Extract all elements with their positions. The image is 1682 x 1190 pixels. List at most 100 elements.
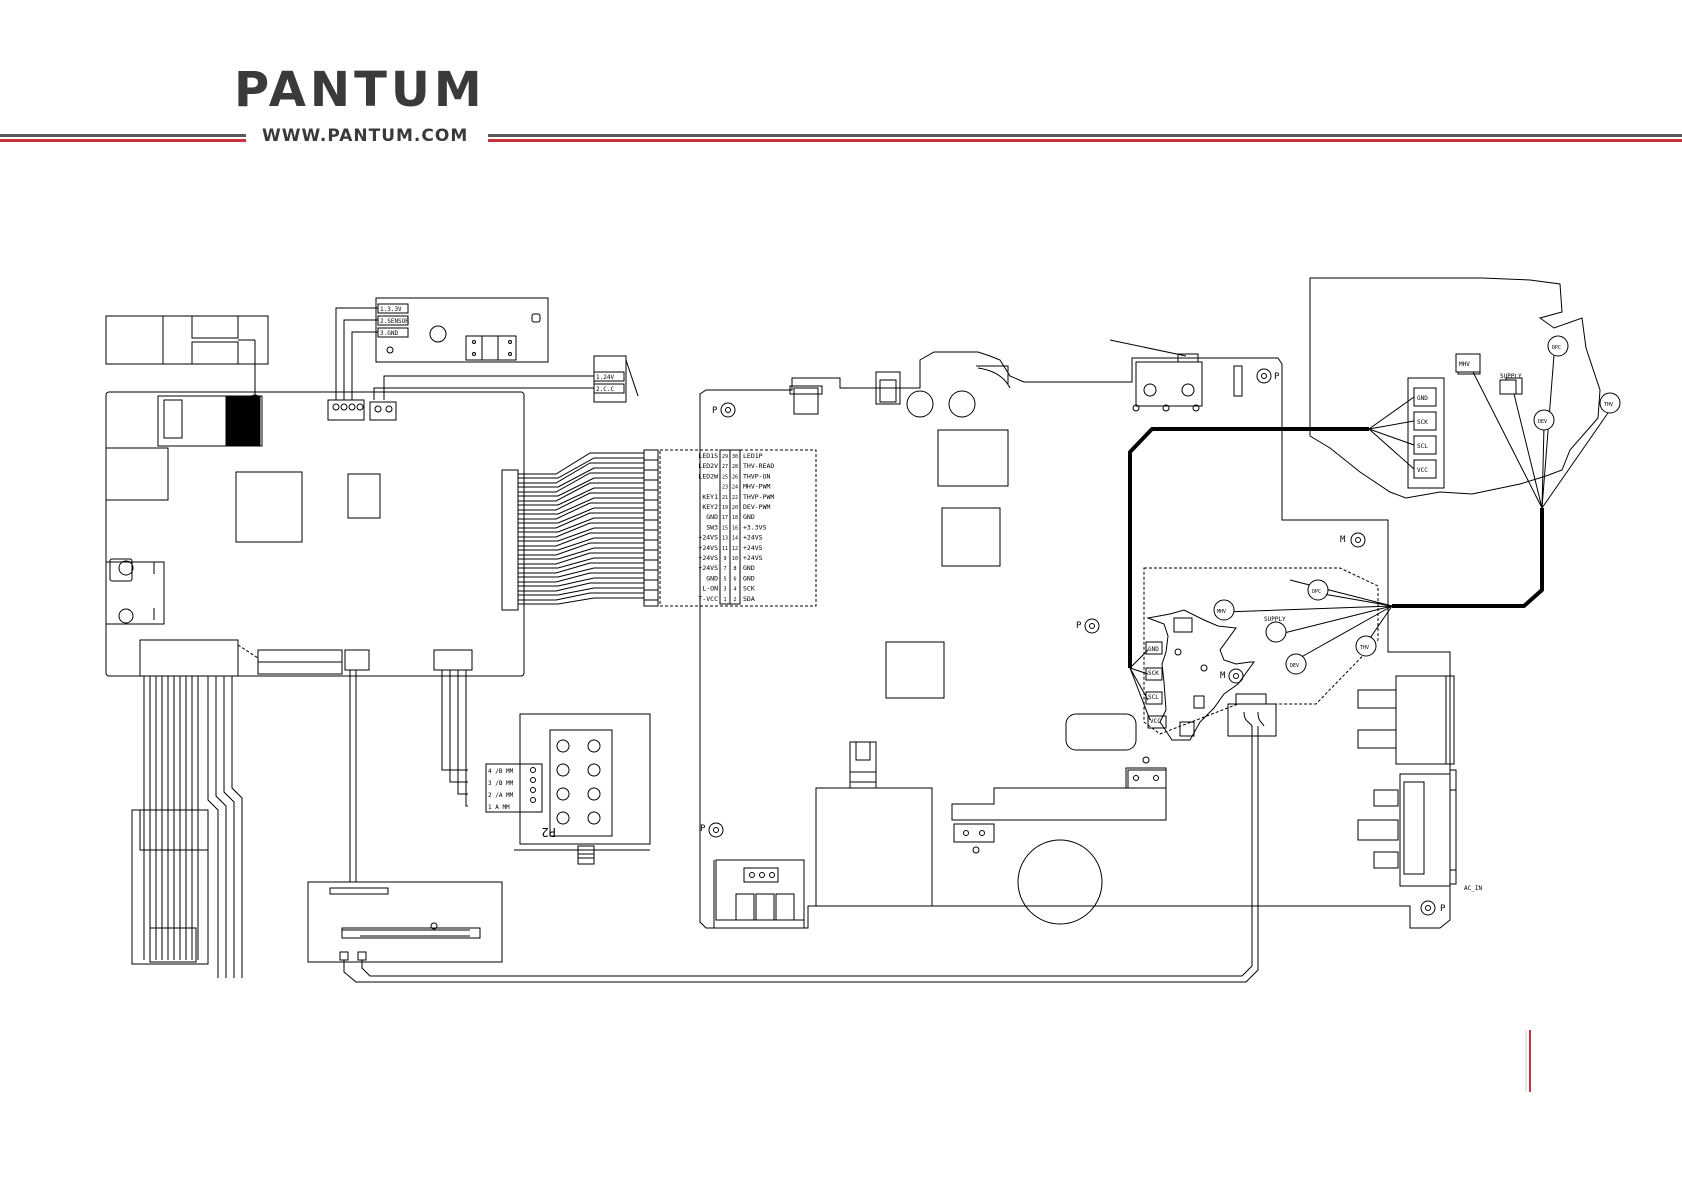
- pin-number: 12: [732, 546, 738, 552]
- ribbon-wire: [518, 597, 644, 605]
- node-label: DPC: [1552, 345, 1561, 351]
- node-label: THV: [1360, 645, 1369, 651]
- hv-wires-lower: [1223, 579, 1393, 661]
- node-label: SUPPLY: [1500, 373, 1522, 380]
- pin-number: 9: [723, 556, 726, 562]
- ribbon-wire: [518, 552, 644, 565]
- sensor-pin-label: 3.GND: [380, 330, 398, 337]
- ribbon-wire: [518, 487, 644, 506]
- connector-pin-right: MHV-PWM: [743, 483, 770, 491]
- board-chip: [105, 447, 169, 501]
- motor-pin-label: 2 /A MM: [488, 792, 514, 799]
- left-cable-bundle: [143, 676, 243, 978]
- ribbon-wire: [518, 472, 644, 493]
- pin-number: 27: [722, 464, 728, 470]
- website-url: WWW.PANTUM.COM: [262, 126, 469, 146]
- p-marker: P: [712, 406, 718, 416]
- pin-number: 28: [732, 464, 738, 470]
- pin-number: 22: [732, 495, 738, 501]
- ribbon-wire: [518, 542, 644, 556]
- connector-pin-left: SW3: [706, 523, 718, 531]
- switch-pin-label: 1.24V: [596, 374, 614, 381]
- m-marker: M: [1340, 535, 1346, 545]
- pin-number: 13: [722, 536, 728, 542]
- node-label: DEV: [1538, 419, 1547, 425]
- connector-pin-right: +24VS: [743, 554, 763, 562]
- heatsink: [951, 769, 1167, 821]
- m-marker: M: [1220, 671, 1226, 681]
- screw-icon: [1420, 900, 1436, 916]
- pin-number: 8: [733, 566, 736, 572]
- fuser-unit: [307, 881, 503, 963]
- ribbon-wire: [518, 482, 644, 502]
- ac-in-label: AC_IN: [1464, 885, 1482, 892]
- sensor-pin-label: 1.3.3V: [380, 306, 402, 313]
- screw-icon: [1228, 668, 1244, 684]
- connector-pin-right: SDA: [743, 595, 755, 603]
- fuser-return-cable: [343, 726, 1259, 983]
- motor-label: P2: [542, 825, 556, 839]
- connector-pin-left: GND: [706, 513, 718, 521]
- pin-number: 7: [723, 566, 726, 572]
- ribbon-wire: [518, 517, 644, 533]
- ribbon-wire: [518, 477, 644, 497]
- connector-pin-right: +3.3VS: [743, 523, 767, 531]
- node-label: MHV: [1217, 609, 1226, 615]
- power-jack: [105, 561, 165, 625]
- chip-label: GND: [1148, 646, 1159, 653]
- diagram-labels: 1.3.3V 2.SENSOR 3.GND 1.24V 2.C.C 4 /B M…: [380, 306, 1613, 914]
- brand-logo: PANTUM: [234, 62, 486, 118]
- screw-icon: [720, 402, 736, 418]
- node-label: DPC: [1312, 589, 1321, 595]
- connector-pin-left: GND: [706, 574, 718, 582]
- header-stripe: [0, 134, 246, 137]
- motor-cable: [441, 670, 468, 807]
- ribbon-wire: [518, 452, 644, 475]
- main-harness[interactable]: [1128, 427, 1369, 668]
- pin-number: 23: [722, 485, 728, 491]
- chip-label: SCL: [1417, 443, 1428, 450]
- power-switch: [1395, 675, 1447, 765]
- pin-number: 19: [722, 505, 728, 511]
- ac-inlet: [1399, 773, 1451, 887]
- board-connector: [105, 315, 269, 365]
- controller-board: [105, 391, 525, 677]
- p-marker: P: [1076, 621, 1082, 631]
- pin-number: 10: [732, 556, 738, 562]
- pin-number: 21: [722, 495, 728, 501]
- connector-pin-right: DEV-PWM: [743, 503, 770, 511]
- pin-number: 14: [732, 536, 738, 542]
- connector-pin-right: GND: [743, 564, 755, 572]
- sensor-board: [375, 297, 549, 363]
- pin-number: 15: [722, 525, 728, 531]
- ribbon-wire: [518, 527, 644, 542]
- ribbon-wire: [518, 502, 644, 520]
- connector-pin-left: KEY1: [702, 493, 718, 501]
- header-stripe: [0, 139, 246, 142]
- cover-switch: [1135, 361, 1203, 407]
- node-label: SUPPLY: [1264, 616, 1286, 623]
- pin-number: 11: [722, 546, 728, 552]
- bottom-connector: [139, 639, 239, 677]
- ribbon-wire: [518, 587, 644, 596]
- pin-number: 2: [733, 597, 736, 603]
- motor-unit: [519, 713, 651, 845]
- chip-label: SCK: [1148, 670, 1159, 677]
- connector-pin-left: T-VCC: [698, 595, 718, 603]
- header-stripe: [488, 134, 1682, 137]
- fuser-switch: [1227, 703, 1277, 737]
- capacitor: [1017, 839, 1103, 925]
- ribbon-cable: [518, 452, 658, 605]
- pin-number: 17: [722, 515, 728, 521]
- chip-label: VCC: [1417, 467, 1428, 474]
- ribbon-wire: [518, 467, 644, 488]
- connector-pin-right: GND: [743, 574, 755, 582]
- node-label: MHV: [1459, 361, 1470, 368]
- connector-pin-right: +24VS: [743, 544, 763, 552]
- motor-pin-label: 1 A MM: [488, 804, 510, 811]
- ribbon-wire: [518, 507, 644, 524]
- ribbon-connector: [501, 469, 519, 611]
- pin-number: 16: [732, 525, 738, 531]
- pin-number: 5: [723, 576, 726, 582]
- connector-pin-left: +24VS: [698, 534, 718, 542]
